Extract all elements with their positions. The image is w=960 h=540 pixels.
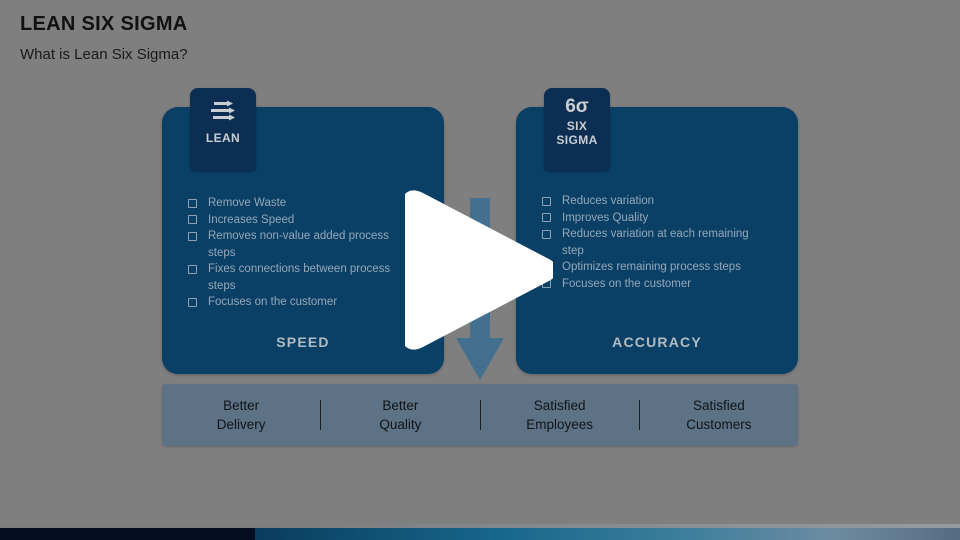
six-sigma-tab-label-line2: SIGMA (556, 132, 598, 147)
six-sigma-bullet-list: Reduces variation Improves Quality Reduc… (540, 193, 772, 292)
list-item-label: Increases Speed (208, 213, 295, 226)
checkbox-icon (188, 297, 197, 307)
list-item-label: Reduces variation (562, 195, 655, 207)
play-triangle-icon (405, 190, 553, 350)
list-item-label: Remove Waste (208, 197, 287, 209)
outcome-item: Satisfied Employees (481, 396, 639, 434)
list-item-label: Optimizes remaining process steps (562, 261, 741, 273)
page-subtitle: What is Lean Six Sigma? (20, 46, 188, 63)
six-sigma-symbol: 6σ (565, 96, 589, 117)
list-item: Fixes connections between process steps (186, 261, 414, 294)
page-title: LEAN SIX SIGMA (20, 13, 188, 35)
outcome-line1: Better (223, 398, 260, 413)
checkbox-icon (542, 196, 551, 206)
list-item: Focuses on the customer (186, 294, 414, 311)
outcome-line2: Customers (686, 417, 752, 432)
six-sigma-tab-label-line1: SIX (566, 119, 588, 133)
lean-card-tab: LEAN (190, 88, 256, 171)
outcome-item: Satisfied Customers (640, 396, 798, 434)
list-item: Reduces variation (540, 193, 772, 210)
outcome-line2: Quality (379, 417, 422, 432)
lean-bullet-list: Remove Waste Increases Speed Removes non… (186, 195, 414, 311)
progress-played[interactable] (0, 528, 255, 540)
checkbox-icon (188, 215, 197, 224)
list-item-label: Improves Quality (562, 211, 649, 224)
list-item: Increases Speed (186, 212, 414, 229)
list-item: Remove Waste (186, 195, 414, 212)
outcome-line1: Satisfied (533, 398, 586, 413)
outcome-divider (320, 400, 322, 430)
checkbox-icon (188, 231, 197, 241)
player-scrub-track[interactable] (0, 524, 960, 528)
play-button[interactable] (405, 188, 553, 352)
speed-label: SPEED (276, 334, 330, 350)
outcome-divider (479, 400, 481, 430)
list-item: Optimizes remaining process steps (540, 259, 772, 276)
checkbox-icon (188, 264, 197, 274)
six-sigma-card-tab: 6σ SIX SIGMA (544, 88, 610, 171)
checkbox-icon (188, 198, 197, 208)
checkbox-icon (542, 213, 551, 222)
list-item-label: Fixes connections between process steps (208, 263, 391, 292)
outcome-line2: Employees (526, 417, 594, 432)
list-item: Focuses on the customer (540, 276, 772, 293)
outcomes-bar: Better Delivery Better Quality Satisfied… (162, 384, 798, 446)
progress-remaining[interactable] (255, 528, 960, 540)
outcome-divider (638, 400, 640, 430)
outcome-item: Better Quality (321, 396, 479, 434)
lean-tab-label: LEAN (205, 131, 241, 145)
player-progress-bar[interactable] (0, 528, 960, 540)
list-item-label: Reduces variation at each remaining step (562, 228, 749, 257)
list-item: Improves Quality (540, 210, 772, 227)
outcome-line1: Satisfied (692, 398, 745, 413)
outcome-item: Better Delivery (162, 396, 320, 434)
list-item: Reduces variation at each remaining step (540, 226, 772, 259)
list-item-label: Removes non-value added process steps (208, 230, 389, 259)
outcome-line2: Delivery (216, 417, 266, 432)
slide-header: LEAN SIX SIGMA What is Lean Six Sigma? (20, 12, 188, 64)
list-item-label: Focuses on the customer (208, 296, 338, 308)
checkbox-icon (542, 229, 551, 239)
list-item-label: Focuses on the customer (562, 277, 692, 290)
outcome-line1: Better (382, 398, 419, 413)
list-item: Removes non-value added process steps (186, 228, 414, 261)
accuracy-label: ACCURACY (612, 334, 702, 350)
flow-arrows-icon (211, 100, 235, 121)
